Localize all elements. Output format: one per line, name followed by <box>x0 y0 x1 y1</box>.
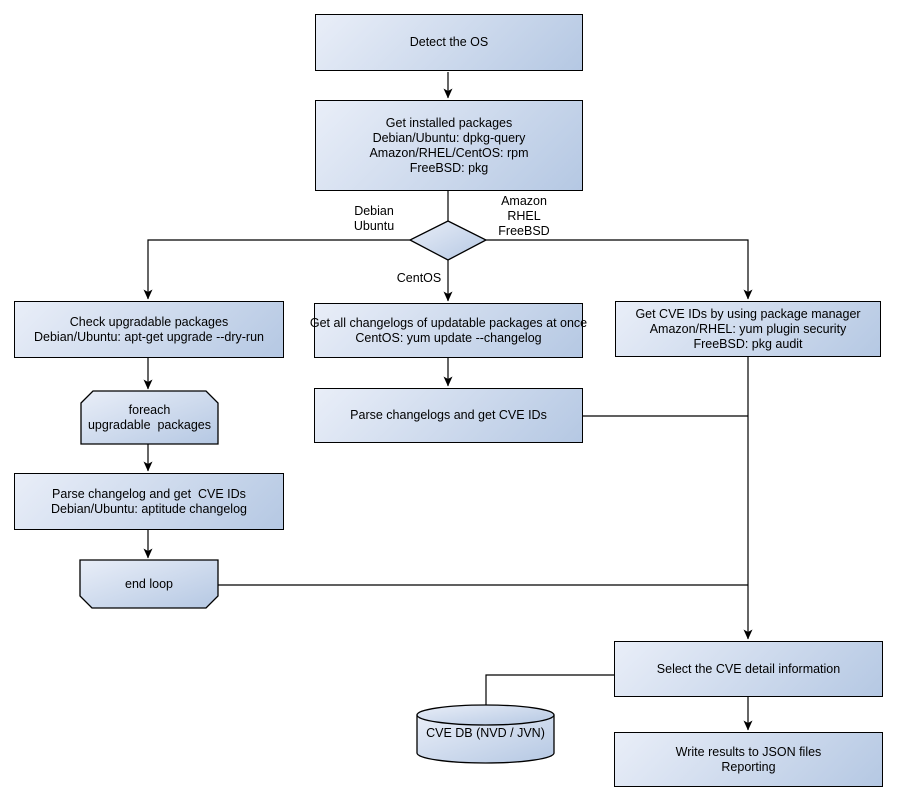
edge-label-centos: CentOS <box>396 271 442 285</box>
node-check-upgradable: Check upgradable packages Debian/Ubuntu:… <box>14 301 284 358</box>
node-select-cve-detail-label: Select the CVE detail information <box>656 661 841 676</box>
decision-os-diamond <box>408 220 488 261</box>
cve-db-cylinder-top <box>416 704 555 726</box>
node-detect-os: Detect the OS <box>315 14 583 71</box>
edge-cvedb-to-select <box>485 674 614 705</box>
node-write-results-label: Write results to JSON files Reporting <box>675 744 822 774</box>
foreach-loop-shape <box>80 390 219 445</box>
node-parse-changelog-label: Parse changelog and get CVE IDs Debian/U… <box>51 486 247 516</box>
node-check-upgradable-label: Check upgradable packages Debian/Ubuntu:… <box>34 314 264 344</box>
edge-decision-to-check-upgradable <box>143 239 410 300</box>
node-parse-changelogs-label: Parse changelogs and get CVE IDs <box>350 408 547 422</box>
node-select-cve-detail: Select the CVE detail information <box>614 641 883 697</box>
end-loop-label: end loop <box>125 576 173 591</box>
edge-label-amazon-rhel-freebsd: Amazon RHEL FreeBSD <box>498 194 550 238</box>
edge-label-debian-ubuntu: Debian Ubuntu <box>353 204 395 233</box>
foreach-loop-label: foreach upgradable packages <box>87 402 211 432</box>
node-get-cve-ids-pkg-mgr: Get CVE IDs by using package manager Ama… <box>615 301 881 357</box>
edge-decision-to-get-cve-ids <box>486 239 753 300</box>
node-write-results: Write results to JSON files Reporting <box>614 732 883 787</box>
cve-db-cylinder-body <box>416 715 555 764</box>
node-parse-changelog: Parse changelog and get CVE IDs Debian/U… <box>14 473 284 530</box>
node-get-all-changelogs: Get all changelogs of updatable packages… <box>310 303 587 358</box>
node-get-all-changelogs-label: Get all changelogs of updatable packages… <box>309 315 588 345</box>
node-get-cve-ids-pkg-mgr-label: Get CVE IDs by using package manager Ama… <box>635 306 861 351</box>
node-get-installed-packages-label: Get installed packages Debian/Ubuntu: dp… <box>369 115 529 175</box>
cve-db-label: CVE DB (NVD / JVN) <box>426 726 545 740</box>
end-loop-shape <box>79 559 219 609</box>
node-parse-changelogs: Parse changelogs and get CVE IDs <box>314 388 583 443</box>
node-detect-os-label: Detect the OS <box>409 35 489 49</box>
node-get-installed-packages: Get installed packages Debian/Ubuntu: dp… <box>315 100 583 191</box>
